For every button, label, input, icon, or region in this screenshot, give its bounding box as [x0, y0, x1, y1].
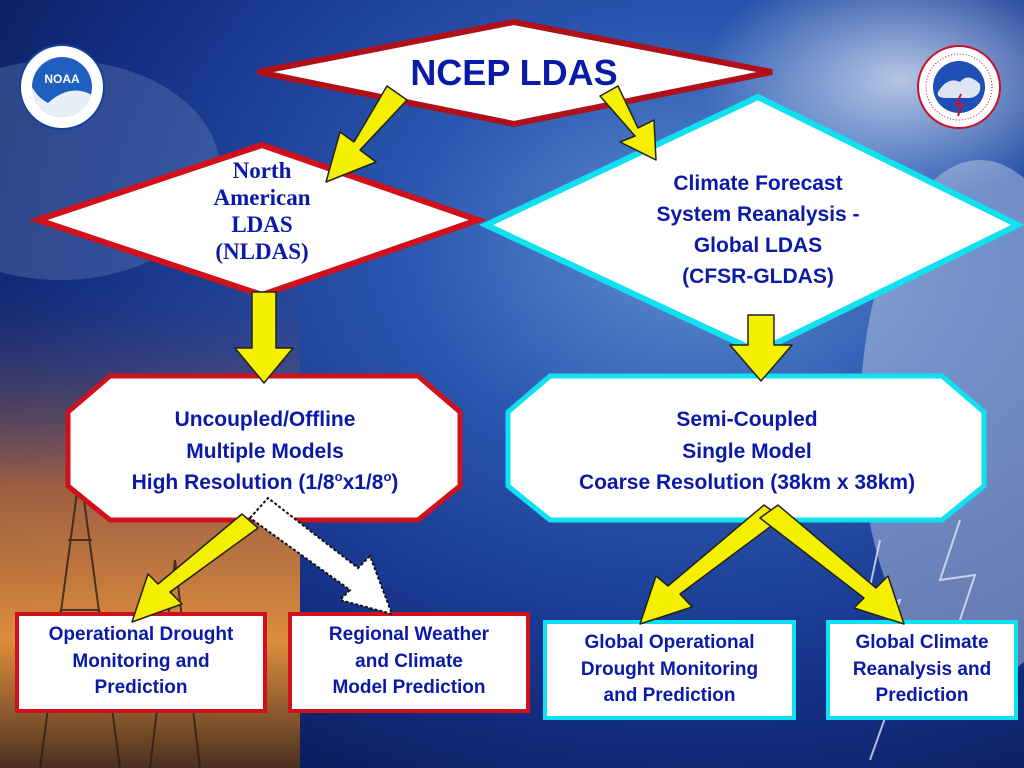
nldas-resolution-line: High Resolution (1/8ox1/8o) [80, 467, 450, 499]
output-operational-drought-text: Operational Drought Monitoring and Predi… [19, 622, 263, 702]
output-line: Regional Weather [328, 624, 490, 645]
output-line: Operational Drought [48, 624, 234, 645]
resolution-prefix: High Resolution (1/8 [131, 471, 335, 494]
output-global-climate-reanalysis-text: Global Climate Reanalysis and Prediction [830, 630, 1014, 710]
output-box-global-climate-reanalysis [826, 620, 1018, 720]
degree-superscript: o [334, 469, 343, 484]
nldas-header: North American LDAS (NLDAS) [180, 157, 344, 266]
arrow-to-regional-weather [248, 496, 394, 616]
nldas-model-box [65, 373, 463, 523]
arrow-to-global-climate-reanalysis [759, 504, 905, 625]
gldas-desc-line: Semi-Coupled [676, 408, 818, 431]
output-box-regional-weather [288, 612, 530, 713]
gldas-model-description: Semi-Coupled Single Model Coarse Resolut… [520, 404, 974, 499]
nldas-model-description: Uncoupled/Offline Multiple Models High R… [80, 404, 450, 499]
nldas-header-line: LDAS [231, 212, 293, 238]
degree-superscript: o [383, 469, 392, 484]
resolution-mid: x1/8 [342, 471, 384, 494]
output-line: Prediction [94, 677, 188, 699]
cfsr-gldas-header-line: Climate Forecast [673, 172, 843, 195]
noaa-logo: NOAA [19, 44, 105, 130]
output-global-operational-drought-text: Global Operational Drought Monitoring an… [547, 630, 792, 710]
gldas-model-box [505, 373, 987, 523]
arrow-to-nldas [325, 85, 408, 183]
output-regional-weather-text: Regional Weather and Climate Model Predi… [292, 622, 526, 702]
arrow-to-operational-drought [131, 513, 259, 623]
nldas-header-line: American [213, 185, 311, 211]
nldas-desc-line: Multiple Models [186, 439, 344, 463]
resolution-suffix: ) [391, 471, 399, 494]
nldas-header-line: (NLDAS) [215, 239, 309, 265]
cfsr-gldas-header-line: Global LDAS [693, 234, 823, 258]
cfsr-gldas-header-line: System Reanalysis - [656, 203, 860, 227]
output-line: Prediction [875, 685, 969, 707]
output-line: and Climate [355, 650, 463, 672]
gldas-desc-line: Coarse Resolution (38km x 38km) [578, 471, 916, 494]
output-line: Drought Monitoring [580, 658, 759, 680]
output-line: Reanalysis and [852, 658, 992, 680]
arrow-to-cfsr-gldas [599, 85, 657, 161]
nldas-header-line: North [232, 158, 292, 183]
national-weather-service-logo [917, 45, 1001, 129]
output-line: Monitoring and [72, 650, 210, 672]
title-label: NCEP LDAS [410, 52, 618, 93]
arrow-to-global-operational-drought [639, 504, 783, 625]
output-line: and Prediction [603, 685, 736, 707]
output-box-operational-drought [15, 612, 267, 713]
gldas-desc-line: Single Model [682, 439, 812, 463]
cfsr-gldas-diamond [478, 93, 1024, 356]
nldas-diamond [28, 141, 488, 299]
arrow-to-nldas-models [234, 291, 294, 384]
title-diamond [257, 18, 773, 128]
cfsr-gldas-header-line: (CFSR-GLDAS) [682, 265, 834, 289]
nldas-desc-line: Uncoupled/Offline [174, 408, 356, 431]
svg-text:NOAA: NOAA [44, 72, 80, 86]
output-line: Global Operational [584, 632, 755, 653]
arrow-to-gldas-model [729, 314, 793, 382]
cfsr-gldas-header: Climate Forecast System Reanalysis - Glo… [590, 168, 926, 292]
output-line: Global Climate [855, 632, 989, 653]
output-line: Model Prediction [332, 677, 486, 699]
output-box-global-operational-drought [543, 620, 796, 720]
